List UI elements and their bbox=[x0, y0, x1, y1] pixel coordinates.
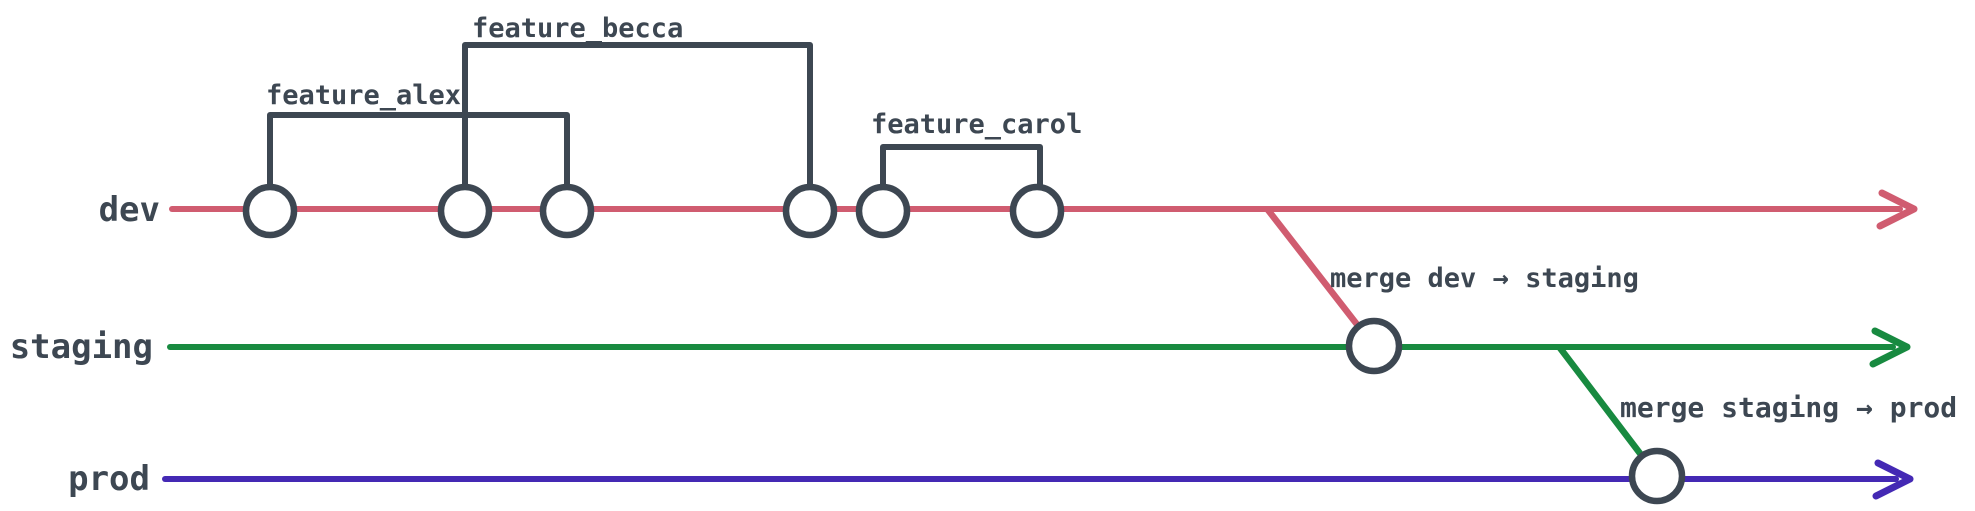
dev-commit-5 bbox=[855, 183, 911, 239]
feature-carol-bracket bbox=[880, 144, 1043, 192]
feature-alex-label: feature_alex bbox=[266, 80, 461, 111]
feature-becca-bracket bbox=[462, 42, 813, 192]
feature-becca-label: feature_becca bbox=[472, 13, 683, 44]
feature-alex-bracket bbox=[267, 112, 570, 192]
prod-branch-label: prod bbox=[68, 459, 150, 499]
staging-merge-commit bbox=[1345, 317, 1403, 375]
merge-staging-to-prod-label: merge staging → prod bbox=[1620, 391, 1957, 424]
merge-staging-to-prod-line bbox=[1556, 344, 1646, 460]
prod-merge-commit bbox=[1628, 447, 1686, 505]
dev-commit-6 bbox=[1009, 183, 1065, 239]
staging-branch-label: staging bbox=[10, 327, 153, 367]
dev-commit-3 bbox=[539, 183, 595, 239]
dev-branch-label: dev bbox=[99, 190, 160, 230]
merge-dev-to-staging-line bbox=[1264, 206, 1363, 331]
dev-commit-1 bbox=[242, 183, 298, 239]
prod-arrowhead-icon bbox=[1872, 459, 1914, 500]
staging-arrowhead-icon bbox=[1869, 327, 1911, 368]
merge-dev-to-staging-label: merge dev → staging bbox=[1330, 263, 1639, 294]
dev-commit-2 bbox=[437, 183, 493, 239]
dev-arrowhead-icon bbox=[1876, 189, 1918, 230]
feature-carol-label: feature_carol bbox=[871, 109, 1082, 140]
dev-commit-4 bbox=[782, 183, 838, 239]
